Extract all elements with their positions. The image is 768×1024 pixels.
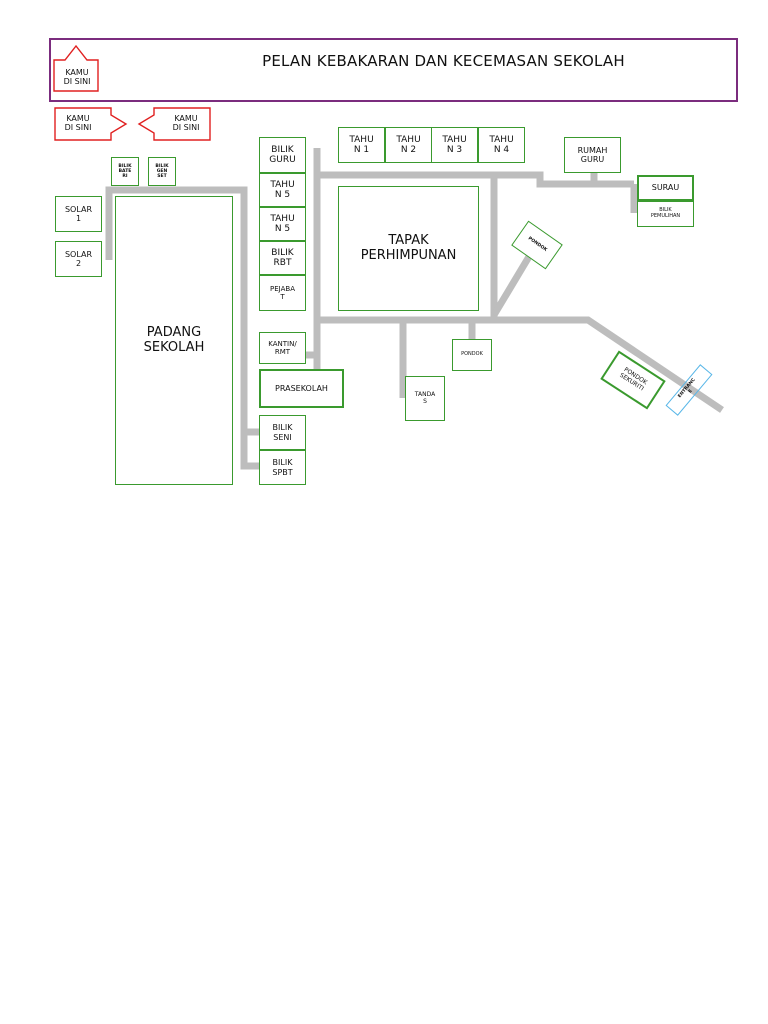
school-evacuation-plan: PELAN KEBAKARAN DAN KECEMASAN SEKOLAH KA… [49, 38, 738, 485]
room-tahun-2: TAHU N 2 [385, 127, 432, 163]
walkway-paths [105, 148, 724, 470]
area-tapak-perhimpunan: TAPAK PERHIMPUNAN [338, 186, 479, 311]
room-bilik-guru: BILIK GURU [259, 137, 306, 173]
room-tahun-5a: TAHU N 5 [259, 173, 306, 207]
room-tahun-3: TAHU N 3 [431, 127, 478, 163]
you-are-here-left-icon [137, 107, 211, 141]
room-tahun-5b: TAHU N 5 [259, 207, 306, 241]
room-bilik-spbt: BILIK SPBT [259, 450, 306, 485]
room-bilik-bateri: BILIK BATE RI [111, 157, 139, 186]
hut-pondok-b: PONDOK [452, 339, 492, 371]
room-bilik-rbt: BILIK RBT [259, 241, 306, 275]
room-bilik-genset: BILIK GEN SET [148, 157, 176, 186]
you-are-here-label-3: KAMU DI SINI [172, 114, 200, 133]
room-bilik-seni: BILIK SENI [259, 415, 306, 450]
room-surau: SURAU [637, 175, 694, 201]
you-are-here-label-2: KAMU DI SINI [64, 114, 92, 133]
path-left-solar [105, 186, 262, 470]
path-pondok-a [490, 253, 534, 317]
plan-title: PELAN KEBAKARAN DAN KECEMASAN SEKOLAH [262, 52, 625, 70]
room-kantin-rmt: KANTIN/ RMT [259, 332, 306, 364]
room-tandas: TANDA S [405, 376, 445, 421]
path-bottom-horizontal [317, 316, 724, 413]
you-are-here-label-1: KAMU DI SINI [63, 68, 91, 87]
path-top-horizontal [317, 171, 634, 188]
room-pejabat: PEJABA T [259, 275, 306, 311]
room-tahun-1: TAHU N 1 [338, 127, 385, 163]
room-bilik-pemulihan: BILIK PEMULIHAN [637, 201, 694, 227]
room-solar-1: SOLAR 1 [55, 196, 102, 232]
room-rumah-guru: RUMAH GURU [564, 137, 621, 173]
room-solar-2: SOLAR 2 [55, 241, 102, 277]
room-tahun-4: TAHU N 4 [478, 127, 525, 163]
room-padang-sekolah: PADANG SEKOLAH [115, 196, 233, 485]
you-are-here-right-icon [54, 107, 128, 141]
you-are-here-up-icon [53, 44, 99, 92]
title-frame: PELAN KEBAKARAN DAN KECEMASAN SEKOLAH [49, 38, 738, 102]
room-prasekolah: PRASEKOLAH [259, 369, 344, 408]
